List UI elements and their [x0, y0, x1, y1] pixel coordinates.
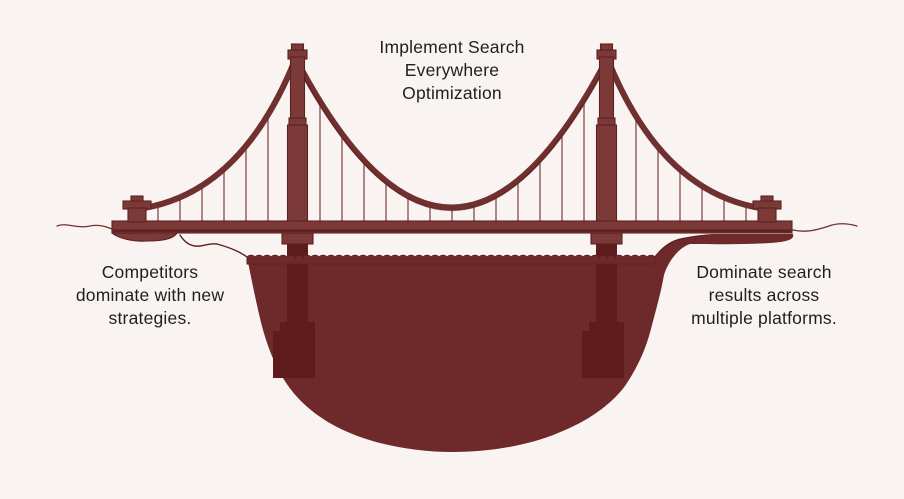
main-cables	[134, 56, 770, 212]
bridge-deck	[111, 220, 793, 234]
right-coast-line	[654, 234, 709, 258]
headline-text: Implement Search Everywhere Optimization	[327, 36, 577, 105]
right-cable-anchor	[752, 195, 782, 223]
right-label-line: multiple platforms.	[691, 308, 837, 328]
right-label-line: results across	[708, 285, 820, 305]
left-coast-line	[179, 234, 248, 258]
left-label-line: dominate with new	[75, 285, 225, 305]
suspender-cables	[157, 98, 747, 224]
headline-line: Implement Search	[379, 37, 525, 57]
left-label-line: Competitors	[101, 262, 199, 282]
right-label-line: Dominate search	[696, 262, 832, 282]
left-label-text: Competitors dominate with new strategies…	[30, 261, 270, 330]
headline-line: Everywhere	[404, 60, 500, 80]
left-shoreline-line	[56, 224, 113, 230]
left-label-line: strategies.	[108, 308, 192, 328]
right-label-text: Dominate search results across multiple …	[644, 261, 884, 330]
water-pit	[247, 234, 794, 452]
left-cable-anchor	[122, 195, 152, 223]
right-shoreline-line	[792, 223, 858, 232]
headline-line: Optimization	[402, 83, 502, 103]
left-tower	[281, 43, 314, 245]
waterline-waves	[246, 254, 656, 265]
